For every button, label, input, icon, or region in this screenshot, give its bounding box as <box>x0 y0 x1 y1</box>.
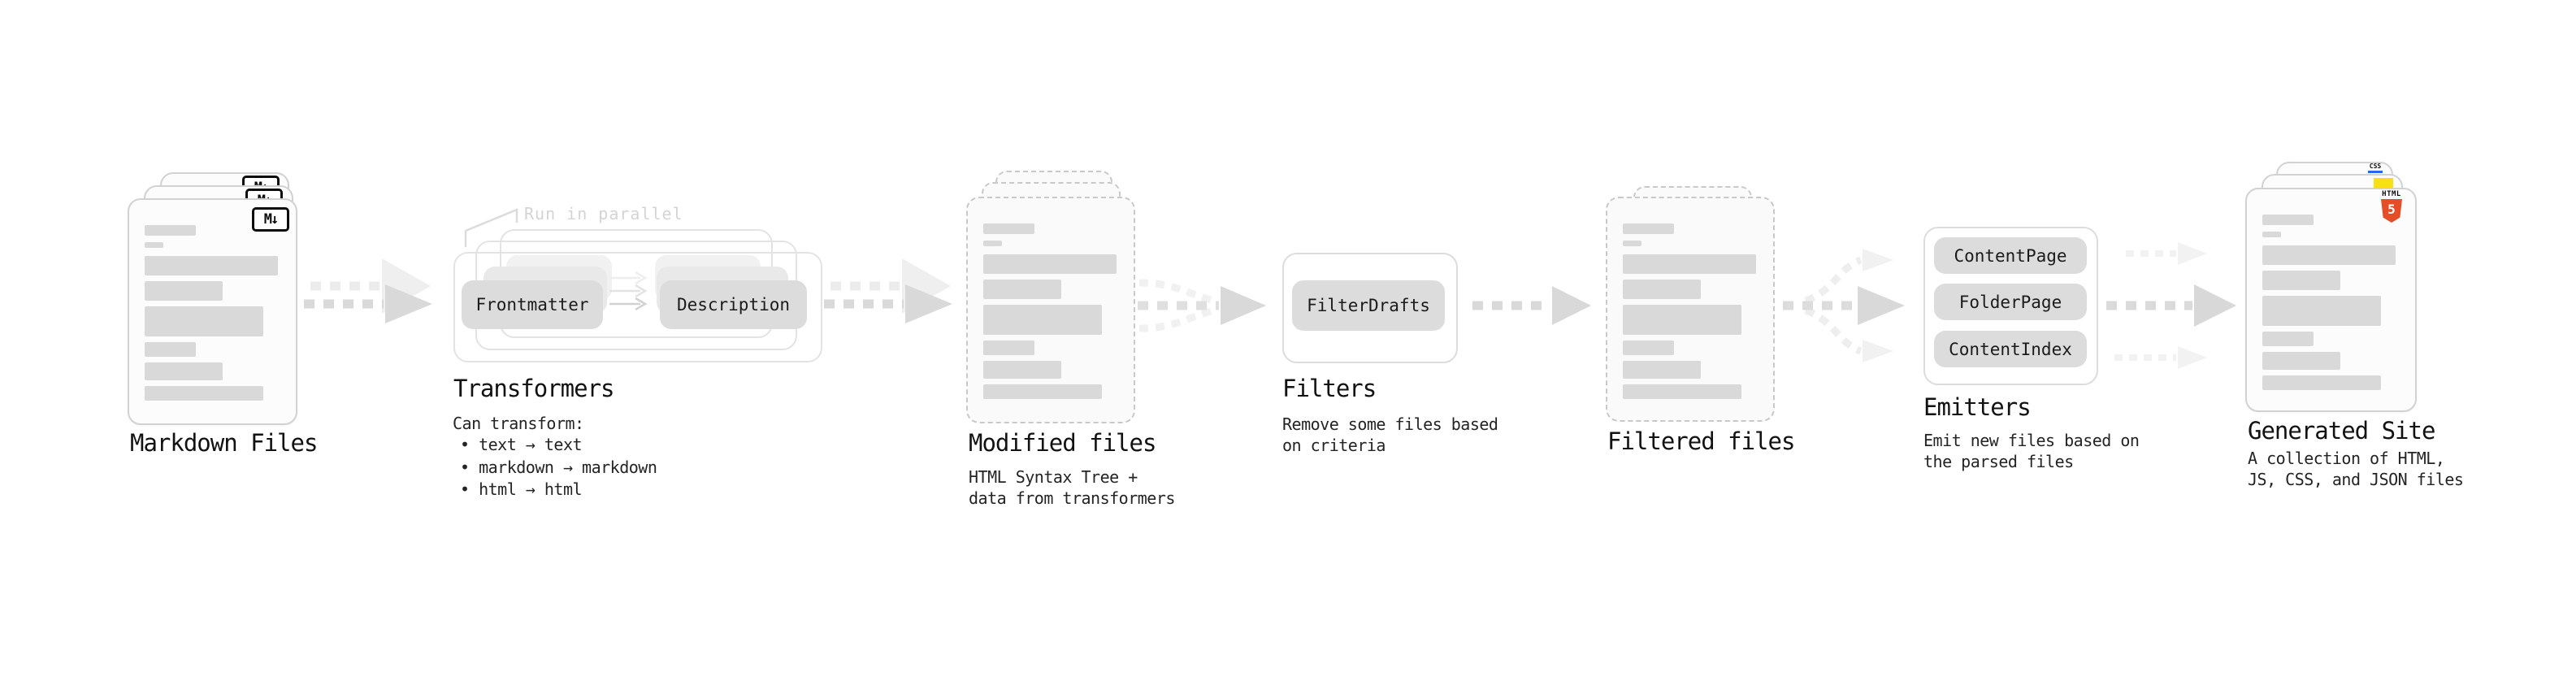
arrow-fan-out-icon <box>1783 249 1905 362</box>
modified-file-card-front <box>966 197 1135 423</box>
emitters-title: Emitters <box>1923 393 2032 421</box>
text-line-placeholder <box>145 362 223 380</box>
text-line-placeholder <box>2262 215 2314 225</box>
text-line-placeholder <box>2262 232 2281 237</box>
filtered-files-title: Filtered files <box>1607 427 1795 455</box>
text-line-placeholder <box>983 254 1117 274</box>
transformer-pill-frontmatter: Frontmatter <box>462 280 603 329</box>
text-line-placeholder <box>2262 296 2381 326</box>
text-line-placeholder <box>2262 352 2340 370</box>
text-line-placeholder <box>1623 254 1756 274</box>
arrow-markdown-to-transformers-icon <box>304 258 432 323</box>
transformer-pill-description: Description <box>660 280 807 329</box>
html5-icon-label: HTML <box>2382 190 2401 198</box>
js-icon <box>2374 178 2393 189</box>
css-icon: CSS <box>2366 163 2384 173</box>
css-icon-label: CSS <box>2369 163 2382 170</box>
text-line-placeholder <box>2262 271 2340 290</box>
text-line-placeholder <box>145 306 263 336</box>
text-line-placeholder <box>145 281 223 301</box>
text-line-placeholder <box>983 361 1061 379</box>
generated-site-title: Generated Site <box>2248 417 2435 445</box>
emitters-subtitle: Emit new files based on the parsed files <box>1923 431 2140 472</box>
callout-line-icon <box>464 208 518 247</box>
arrow-fan-in-icon <box>1138 279 1266 332</box>
text-line-placeholder <box>1623 241 1641 246</box>
markdown-file-card-front <box>128 198 297 425</box>
html5-icon-shield: 5 <box>2381 199 2402 223</box>
text-line-placeholder <box>983 340 1034 355</box>
text-line-placeholder <box>983 384 1102 399</box>
transformers-bullet-list: • text → text • markdown → markdown • ht… <box>460 434 657 501</box>
markdown-files-title: Markdown Files <box>130 429 318 457</box>
filters-title: Filters <box>1282 375 1377 402</box>
text-line-placeholder <box>1623 280 1701 299</box>
text-line-placeholder <box>1623 223 1674 234</box>
text-line-placeholder <box>2262 245 2396 265</box>
arrow-transformers-to-modified-icon <box>824 258 952 323</box>
modified-files-subtitle: HTML Syntax Tree + data from transformer… <box>969 467 1175 509</box>
css-icon-underline <box>2368 171 2383 173</box>
text-line-placeholder <box>145 386 263 401</box>
text-line-placeholder <box>983 223 1034 234</box>
text-line-placeholder <box>2262 375 2381 390</box>
filtered-file-card-back <box>1633 186 1752 200</box>
emitter-pill-folderpage: FolderPage <box>1934 284 2087 320</box>
transformer-frame-front <box>453 252 822 362</box>
arrow-filters-to-filtered-icon <box>1472 286 1591 325</box>
parallel-arrows-icon <box>609 271 648 311</box>
text-line-placeholder <box>1623 305 1741 335</box>
text-line-placeholder <box>145 225 196 236</box>
filter-pill-filterdrafts: FilterDrafts <box>1292 280 1445 331</box>
modified-files-title: Modified files <box>969 429 1156 457</box>
transformers-list-heading: Can transform: <box>453 414 584 433</box>
text-line-placeholder <box>1623 384 1741 399</box>
text-line-placeholder <box>145 242 163 248</box>
emitter-pill-contentpage: ContentPage <box>1934 237 2087 274</box>
run-in-parallel-annotation: Run in parallel <box>524 204 683 223</box>
text-line-placeholder <box>145 256 278 275</box>
bullet-item: • html → html <box>460 479 583 500</box>
arrow-emitters-to-site-icon <box>2106 242 2236 369</box>
filters-subtitle: Remove some files based on criteria <box>1282 414 1498 456</box>
html5-icon: HTML 5 <box>2379 191 2404 223</box>
text-line-placeholder <box>1623 361 1701 379</box>
bullet-item: • markdown → markdown <box>460 457 657 477</box>
site-file-card-front <box>2245 188 2417 412</box>
filtered-file-card-front <box>1606 197 1775 422</box>
text-line-placeholder <box>983 280 1061 299</box>
text-line-placeholder <box>1623 340 1674 355</box>
filters-frame <box>1282 253 1458 363</box>
text-line-placeholder <box>145 342 196 357</box>
bullet-item: • text → text <box>460 435 583 454</box>
text-line-placeholder <box>2262 332 2314 346</box>
emitters-frame <box>1923 227 2098 385</box>
text-line-placeholder <box>983 305 1102 335</box>
emitter-pill-contentindex: ContentIndex <box>1934 331 2087 367</box>
transformers-title: Transformers <box>453 375 615 402</box>
generated-site-subtitle: A collection of HTML, JS, CSS, and JSON … <box>2248 449 2464 490</box>
markdown-icon: M↓ <box>252 207 289 232</box>
text-line-placeholder <box>983 241 1002 246</box>
